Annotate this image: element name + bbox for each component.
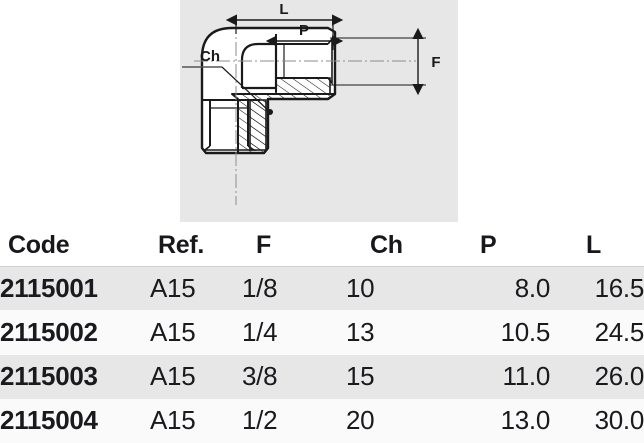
cell-code: 2115004: [0, 398, 150, 443]
bottom-end-chamfer: [202, 145, 257, 151]
cell-l: 30.0: [550, 398, 644, 443]
table-header-row: Code Ref. F Ch P L: [0, 222, 644, 267]
Ch-leader-line: [221, 66, 271, 113]
cell-code: 2115001: [0, 266, 150, 311]
cell-code: 2115002: [0, 310, 150, 355]
cell-l: 24.5: [550, 310, 644, 355]
cell-ref: A15: [150, 266, 242, 311]
table-row[interactable]: 2115003 A15 3/8 15 11.0 26.0: [0, 354, 644, 399]
technical-drawing-panel: L P F Ch: [180, 0, 458, 222]
cell-ch: 20: [346, 398, 450, 443]
cell-ch: 13: [346, 310, 450, 355]
cell-l: 16.5: [550, 266, 644, 311]
cell-ref: A15: [150, 398, 242, 443]
column-header-ref: Ref.: [150, 222, 242, 267]
dimension-label-L: L: [279, 1, 288, 18]
dimension-P: P: [265, 22, 344, 50]
cell-p: 10.5: [450, 310, 550, 355]
dimension-label-Ch: Ch: [200, 48, 220, 65]
column-header-p: P: [450, 222, 550, 267]
Ch-leader-dot: [267, 109, 273, 115]
cell-ch: 10: [346, 266, 450, 311]
dimension-label-P: P: [299, 22, 309, 39]
cell-f: 1/8: [242, 266, 346, 311]
cell-l: 26.0: [550, 354, 644, 399]
cell-p: 11.0: [450, 354, 550, 399]
cell-code: 2115003: [0, 354, 150, 399]
dimension-Ch: Ch: [182, 48, 273, 115]
cell-f: 1/2: [242, 398, 346, 443]
cell-p: 13.0: [450, 398, 550, 443]
column-header-l: L: [550, 222, 644, 267]
column-header-f: F: [242, 222, 346, 267]
cell-ref: A15: [150, 354, 242, 399]
lower-leg-wall-outline: [249, 99, 267, 151]
table-body: 2115001 A15 1/8 10 8.0 16.5 2115002 A15 …: [0, 266, 644, 443]
cell-ch: 15: [346, 354, 450, 399]
elbow-fitting-drawing: L P F Ch: [182, 1, 441, 205]
table-header: Code Ref. F Ch P L: [0, 222, 644, 267]
dimension-label-F: F: [431, 54, 440, 71]
table-row[interactable]: 2115002 A15 1/4 13 10.5 24.5: [0, 310, 644, 355]
specification-table: Code Ref. F Ch P L 2115001 A15 1/8 10 8.…: [0, 222, 644, 443]
cell-p: 8.0: [450, 266, 550, 311]
inner-bore-curve: [240, 42, 276, 88]
column-header-code: Code: [0, 222, 150, 267]
right-leg-wall-hatching: [276, 78, 330, 94]
table-row[interactable]: 2115001 A15 1/8 10 8.0 16.5: [0, 266, 644, 311]
cell-ref: A15: [150, 310, 242, 355]
centre-lines: [194, 20, 416, 205]
cell-f: 3/8: [242, 354, 346, 399]
table-row[interactable]: 2115004 A15 1/2 20 13.0 30.0: [0, 398, 644, 443]
cell-f: 1/4: [242, 310, 346, 355]
dimension-F: F: [330, 27, 441, 96]
column-header-ch: Ch: [346, 222, 450, 267]
lower-leg-wall-hatching: [250, 100, 266, 150]
fitting-body: [200, 26, 337, 155]
section-hatch-outline: [231, 93, 336, 154]
